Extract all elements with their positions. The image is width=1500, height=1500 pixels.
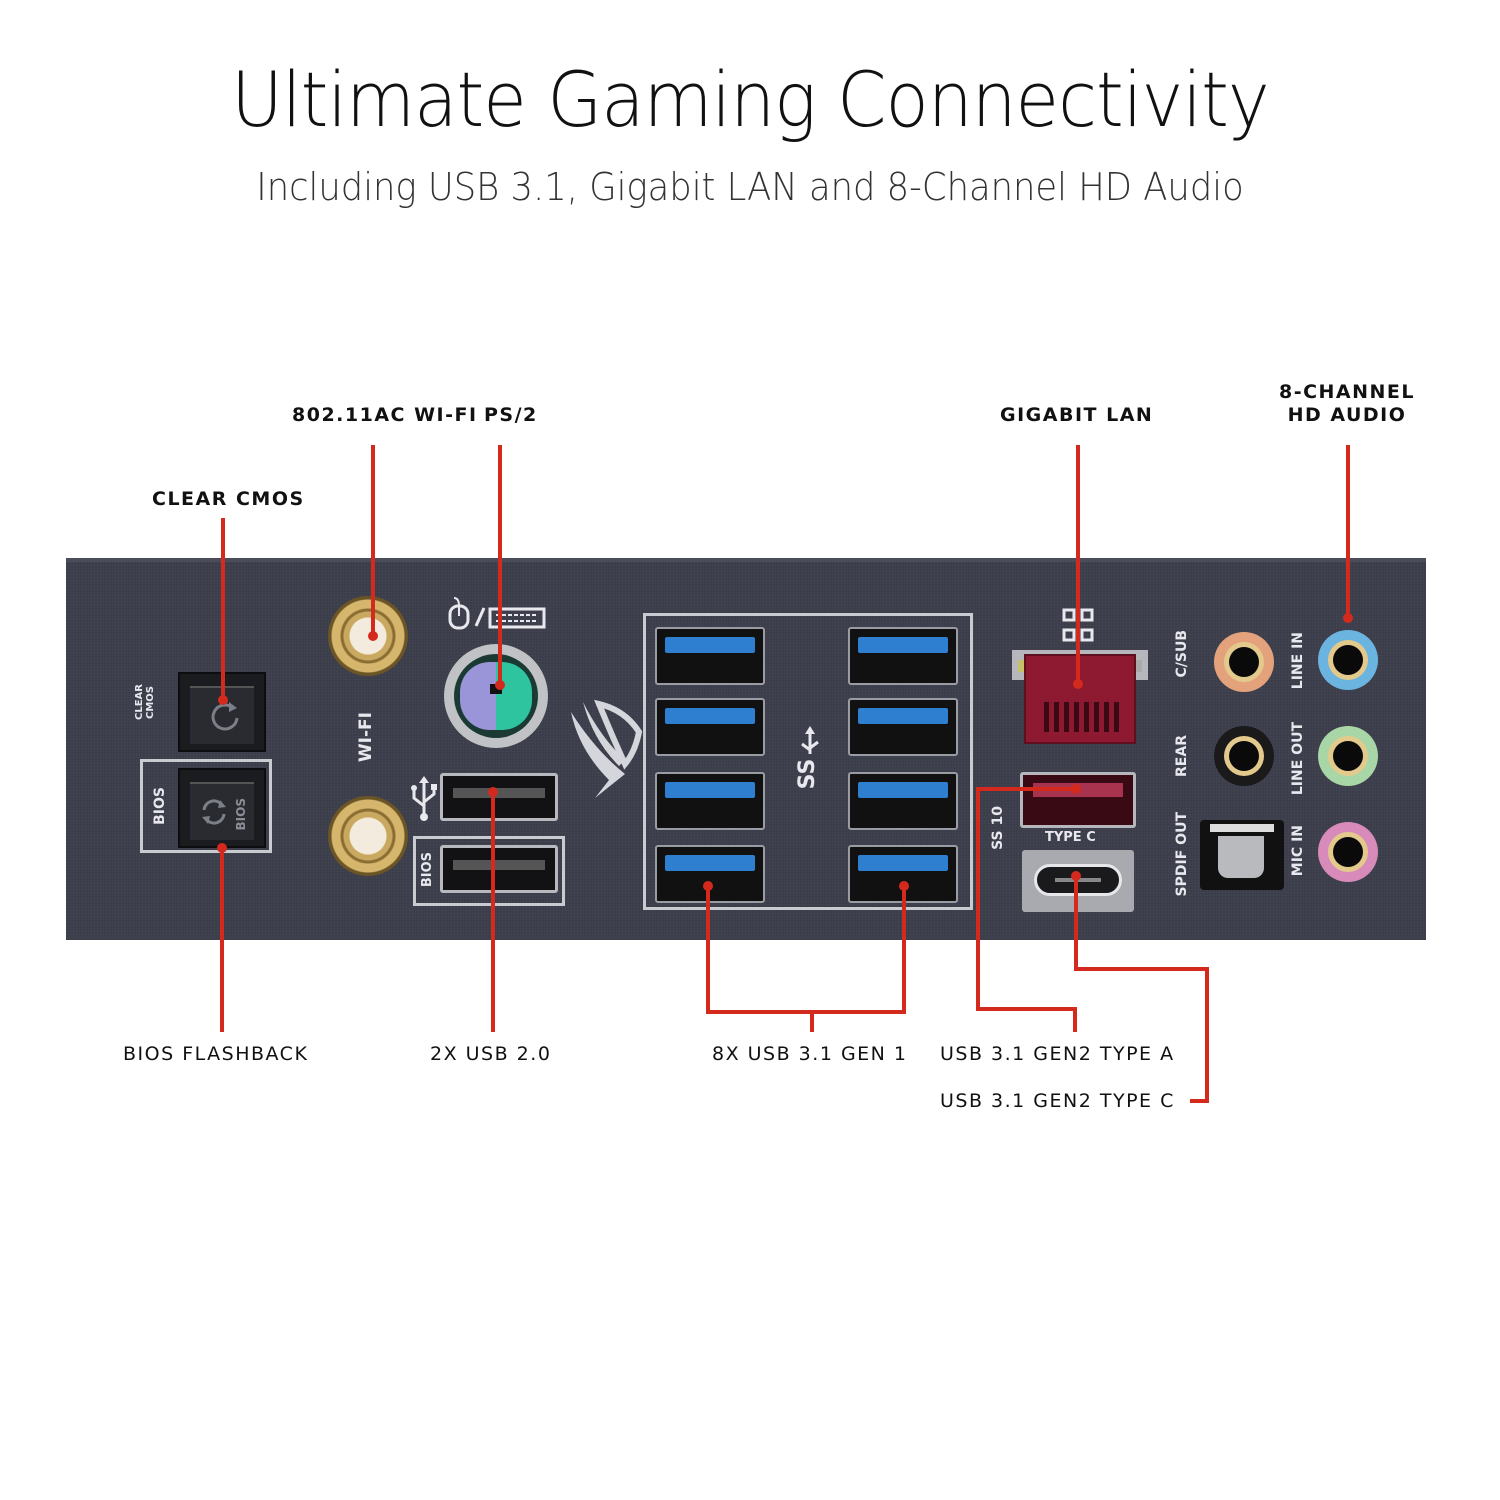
leader-usb31-gen2-a — [976, 787, 1077, 1032]
label-audio-line1: 8-CHANNEL — [1278, 381, 1416, 403]
clear-cmos-button[interactable] — [178, 672, 266, 752]
leader-usb31-gen2-c — [1074, 876, 1209, 1103]
bios-flashback-frame — [140, 759, 272, 853]
label-clear-cmos: CLEAR CMOS — [152, 488, 305, 510]
svg-text:SS: SS — [796, 759, 820, 790]
usb31-gen1-frame — [643, 613, 973, 910]
usb31-gen1-port-5[interactable] — [848, 627, 958, 685]
audio-jack-mic-in[interactable] — [1318, 822, 1378, 882]
superspeed-usb-icon: SS — [796, 726, 820, 790]
usb20-port-2-bios[interactable] — [440, 845, 558, 893]
label-wifi: 802.11AC WI-FI — [292, 404, 478, 426]
label-audio: 8-CHANNEL HD AUDIO — [1279, 381, 1415, 427]
label-usb31-gen2-type-c: USB 3.1 GEN2 TYPE C — [940, 1090, 1175, 1112]
usb-icon — [411, 776, 437, 821]
ps2-icons — [448, 597, 546, 630]
bios-flashback-button[interactable]: BIOS — [178, 768, 266, 848]
label-audio-line2: HD AUDIO — [1287, 403, 1407, 426]
label-gigabit-lan: GIGABIT LAN — [1000, 404, 1154, 426]
lan-icon — [1062, 608, 1094, 642]
ps2-port[interactable] — [444, 644, 548, 748]
usb31-gen1-port-6[interactable] — [848, 698, 958, 756]
usb31-gen1-port-3[interactable] — [655, 772, 765, 830]
keyboard-icon — [488, 607, 546, 629]
usb31-gen1-port-7[interactable] — [848, 772, 958, 830]
clear-cmos-icon — [211, 702, 239, 731]
leader-usb31-gen1 — [706, 886, 906, 1014]
label-usb31-gen1: 8X USB 3.1 GEN 1 — [712, 1043, 908, 1065]
label-usb31-gen2-type-a: USB 3.1 GEN2 TYPE A — [940, 1043, 1175, 1065]
usb20-bios-frame — [413, 836, 565, 906]
rog-logo-icon — [571, 699, 643, 798]
audio-jack-line-out[interactable] — [1318, 726, 1378, 786]
label-ps2: PS/2 — [484, 404, 538, 426]
ps2-mouse-half — [460, 662, 496, 730]
label-usb20: 2X USB 2.0 — [430, 1043, 552, 1065]
silk-type-c: TYPE C — [1045, 830, 1096, 845]
mouse-icon — [448, 597, 470, 630]
audio-jack-line-in[interactable] — [1318, 630, 1378, 690]
audio-jack-rear[interactable] — [1214, 726, 1274, 786]
usb31-gen1-port-2[interactable] — [655, 698, 765, 756]
bios-flashback-icon — [202, 799, 226, 825]
usb20-port-1[interactable] — [440, 773, 558, 821]
label-bios-flashback: BIOS FLASHBACK — [123, 1043, 309, 1065]
audio-jack-c-sub[interactable] — [1214, 632, 1274, 692]
page-title: Ultimate Gaming Connectivity — [231, 55, 1270, 144]
page-subtitle: Including USB 3.1, Gigabit LAN and 8-Cha… — [256, 165, 1244, 209]
usb31-gen1-port-1[interactable] — [655, 627, 765, 685]
io-shield-top-edge — [66, 558, 1426, 562]
wifi-antenna-connector-2[interactable] — [328, 796, 408, 876]
spdif-out-port[interactable] — [1200, 820, 1284, 890]
